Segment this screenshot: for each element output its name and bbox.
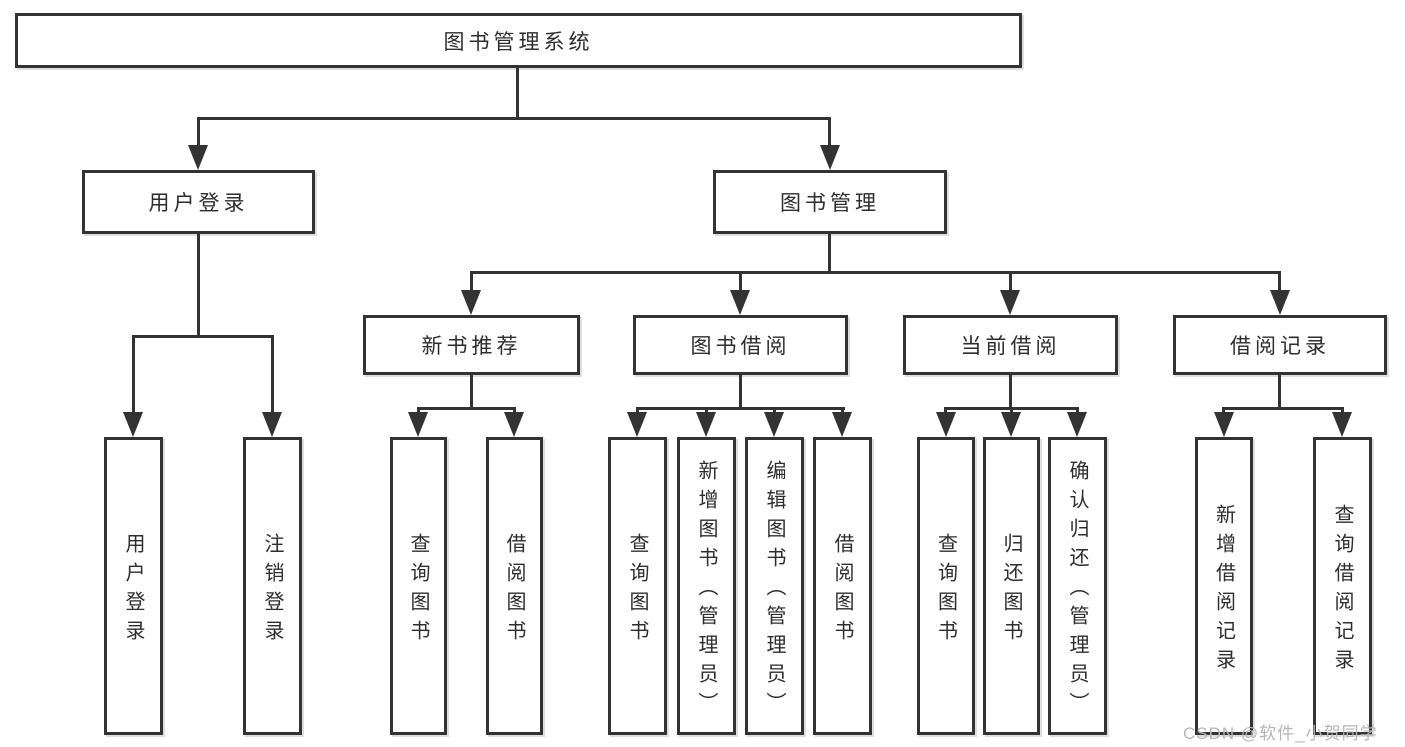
node-leaf-logout: 注销登录	[243, 437, 302, 735]
node-root-library-system: 图书管理系统	[15, 13, 1022, 68]
node-leaf-query-borrow-record-label: 查询借阅记录	[1331, 503, 1353, 678]
arrowhead-down-icon	[1214, 412, 1234, 437]
connector-line-vertical	[417, 407, 420, 414]
connector-line-vertical	[513, 407, 516, 414]
connector-line-vertical	[1009, 271, 1012, 291]
node-book-management: 图书管理	[713, 170, 947, 234]
node-leaf-borrow-book-1-label: 借阅图书	[503, 532, 525, 649]
connector-line-horizontal	[132, 335, 274, 338]
arrowhead-down-icon	[504, 412, 524, 437]
node-leaf-confirm-return-admin-label: 确认归还（管理员）	[1066, 460, 1088, 721]
node-user-login: 用户登录	[82, 170, 315, 234]
node-leaf-query-book-3-label: 查询图书	[934, 532, 957, 649]
node-leaf-add-book-admin-label: 新增图书（管理员）	[695, 460, 717, 721]
node-leaf-add-borrow-record-label: 新增借阅记录	[1212, 503, 1235, 678]
watermark: CSDN @软件_小贺同学	[1183, 724, 1378, 743]
node-leaf-borrow-book-1: 借阅图书	[486, 437, 543, 735]
arrowhead-down-icon	[730, 290, 750, 315]
arrowhead-down-icon	[1332, 412, 1352, 437]
arrowhead-down-icon	[461, 290, 481, 315]
node-current-borrow: 当前借阅	[903, 315, 1118, 375]
arrowhead-down-icon	[123, 412, 143, 437]
connector-line-vertical	[705, 407, 708, 414]
arrowhead-down-icon	[408, 412, 428, 437]
connector-line-vertical	[636, 407, 639, 414]
node-leaf-user-login: 用户登录	[104, 437, 163, 735]
node-leaf-query-book-2-label: 查询图书	[626, 532, 648, 649]
connector-line-vertical	[271, 335, 274, 413]
node-borrow-record: 借阅记录	[1173, 315, 1387, 375]
connector-line-vertical	[1010, 407, 1013, 414]
arrowhead-down-icon	[1067, 412, 1087, 437]
arrowhead-down-icon	[262, 412, 282, 437]
node-leaf-add-borrow-record: 新增借阅记录	[1195, 437, 1253, 735]
node-new-book-recommend: 新书推荐	[363, 315, 580, 375]
node-leaf-return-book-label: 归还图书	[1000, 532, 1022, 649]
connector-line-vertical	[197, 234, 200, 335]
arrowhead-down-icon	[1001, 412, 1021, 437]
arrowhead-down-icon	[764, 412, 784, 437]
connector-line-horizontal	[417, 407, 516, 410]
arrowhead-down-icon	[832, 412, 852, 437]
connector-line-vertical	[828, 117, 831, 146]
node-leaf-edit-book-admin-label: 编辑图书（管理员）	[763, 460, 785, 721]
node-leaf-add-book-admin: 新增图书（管理员）	[677, 437, 736, 735]
node-leaf-query-book-1: 查询图书	[390, 437, 447, 735]
node-leaf-confirm-return-admin: 确认归还（管理员）	[1048, 437, 1107, 735]
arrowhead-down-icon	[820, 145, 840, 170]
connector-line-vertical	[1076, 407, 1079, 414]
node-leaf-query-book-2: 查询图书	[608, 437, 667, 735]
node-leaf-return-book: 归还图书	[983, 437, 1040, 735]
connector-line-vertical	[841, 407, 844, 414]
connector-line-vertical	[944, 407, 947, 414]
arrowhead-down-icon	[696, 412, 716, 437]
connector-line-vertical	[739, 271, 742, 291]
node-leaf-query-book-1-label: 查询图书	[407, 532, 429, 649]
connector-line-vertical	[470, 271, 473, 291]
node-leaf-borrow-book-2-label: 借阅图书	[831, 532, 853, 649]
connector-line-vertical	[1222, 407, 1225, 414]
arrowhead-down-icon	[627, 412, 647, 437]
node-leaf-borrow-book-2: 借阅图书	[813, 437, 872, 735]
connector-line-vertical	[1341, 407, 1344, 414]
connector-line-horizontal	[470, 271, 1281, 274]
node-leaf-logout-label: 注销登录	[261, 532, 283, 649]
node-leaf-query-book-3: 查询图书	[917, 437, 975, 735]
connector-line-horizontal	[197, 117, 831, 120]
connector-line-vertical	[1278, 375, 1281, 407]
connector-line-horizontal	[1222, 407, 1344, 410]
connector-line-vertical	[470, 375, 473, 407]
node-leaf-user-login-label: 用户登录	[122, 532, 144, 649]
connector-line-vertical	[1278, 271, 1281, 291]
connector-line-vertical	[1009, 375, 1012, 407]
connector-line-vertical	[773, 407, 776, 414]
connector-line-vertical	[739, 375, 742, 407]
connector-line-vertical	[828, 234, 831, 271]
arrowhead-down-icon	[1270, 290, 1290, 315]
connector-line-vertical	[516, 68, 519, 117]
node-book-borrow: 图书借阅	[633, 315, 848, 375]
connector-line-vertical	[197, 117, 200, 146]
arrowhead-down-icon	[188, 145, 208, 170]
node-leaf-edit-book-admin: 编辑图书（管理员）	[745, 437, 804, 735]
connector-line-horizontal	[636, 407, 845, 410]
arrowhead-down-icon	[936, 412, 956, 437]
connector-line-vertical	[132, 335, 135, 413]
arrowhead-down-icon	[1000, 290, 1020, 315]
node-leaf-query-borrow-record: 查询借阅记录	[1313, 437, 1372, 735]
